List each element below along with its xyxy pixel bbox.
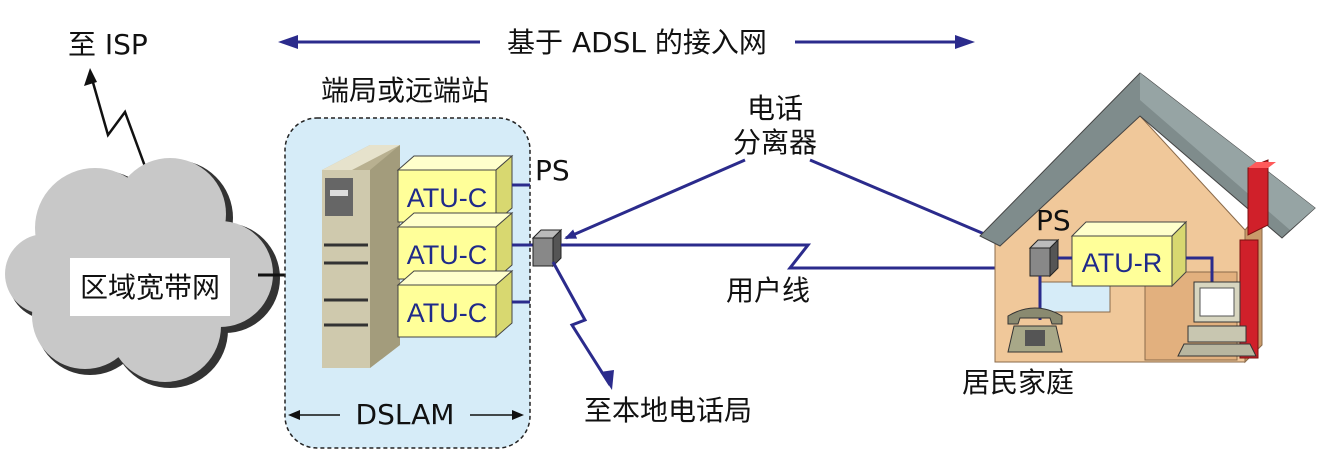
atu-c-module-2	[396, 211, 514, 281]
atu-c-label-3: ATU-C	[407, 298, 488, 328]
dslam-rack	[322, 145, 400, 368]
regional-network-cloud	[5, 158, 280, 388]
residence-house	[979, 72, 1316, 364]
user-line-label: 用户线	[726, 274, 810, 307]
splitter-pointer-left	[564, 158, 746, 240]
atu-c-module-3	[396, 269, 514, 339]
subscriber-line	[561, 243, 1030, 270]
splitter-label-line1: 电话	[747, 92, 803, 125]
local-office-lightning-link	[551, 261, 614, 390]
atu-c-label-2: ATU-C	[407, 240, 488, 270]
atu-c-label-1: ATU-C	[407, 183, 488, 213]
to-local-office-label: 至本地电话局	[584, 394, 752, 427]
ps-left-label: PS	[535, 154, 570, 187]
splitter-label-line2: 分离器	[733, 126, 817, 159]
ps-right-label: PS	[1036, 204, 1071, 237]
atu-r-to-pc-wire	[1186, 256, 1214, 282]
splitter-right	[1028, 238, 1060, 278]
telephone-icon	[1007, 307, 1063, 353]
dslam-span-arrow	[288, 410, 524, 420]
splitter-left	[531, 228, 563, 268]
regional-network-label: 区域宽带网	[80, 271, 220, 304]
dslam-label: DSLAM	[356, 398, 455, 431]
central-office-label: 端局或远端站	[321, 74, 489, 107]
adsl-network-label: 基于 ADSL 的接入网	[507, 26, 767, 59]
adsl-network-span-arrow	[278, 35, 975, 49]
atu-r-module	[1070, 220, 1188, 288]
isp-lightning-link	[84, 68, 152, 181]
atu-r-label: ATU-R	[1082, 248, 1163, 278]
home-label: 居民家庭	[962, 366, 1074, 399]
to-isp-label: 至 ISP	[68, 28, 148, 61]
computer-icon	[1177, 281, 1257, 357]
